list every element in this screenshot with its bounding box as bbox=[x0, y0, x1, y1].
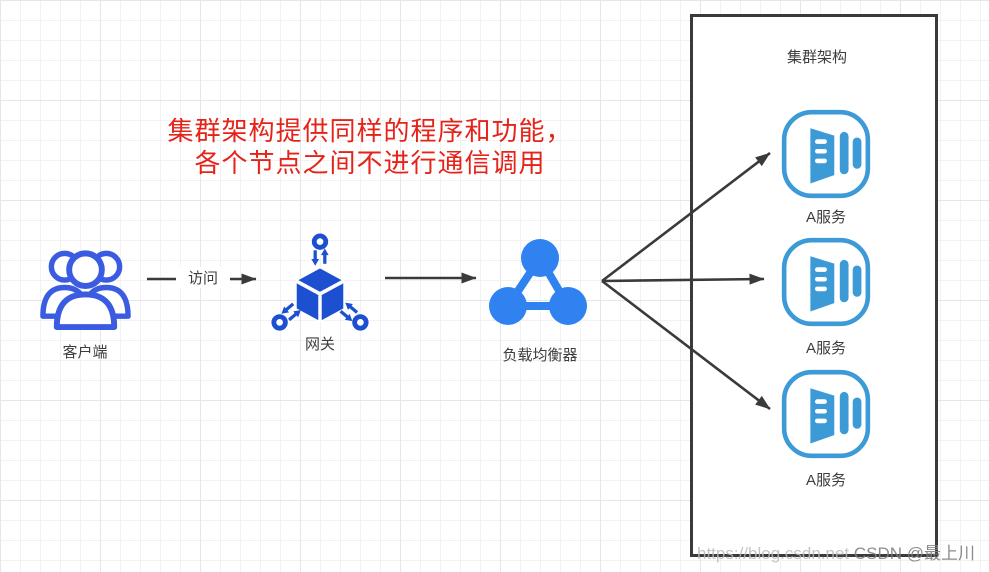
cluster-box: 集群架构 A服务 A服务 bbox=[690, 14, 938, 557]
app-service-icon bbox=[781, 237, 871, 327]
client-label: 客户端 bbox=[62, 344, 108, 361]
service-label-3: A服务 bbox=[805, 472, 846, 489]
app-service-icon bbox=[781, 109, 871, 199]
app-service-icon bbox=[781, 369, 871, 459]
service-label-1: A服务 bbox=[805, 209, 846, 226]
double-arrow-icon bbox=[339, 302, 359, 322]
triangle-nodes-icon bbox=[489, 239, 587, 325]
service-label-2: A服务 bbox=[805, 340, 846, 357]
watermark-url: https://blog.csdn.net bbox=[697, 544, 850, 563]
double-arrow-icon bbox=[281, 302, 301, 322]
cluster-annotation: 集群架构提供同样的程序和功能， 各个节点之间不进行通信调用 bbox=[150, 115, 590, 179]
edge-label-access: 访问 bbox=[176, 267, 230, 288]
load-balancer-label: 负载均衡器 bbox=[502, 347, 578, 364]
watermark-handle: CSDN @最上川 bbox=[853, 544, 976, 563]
gateway-label: 网关 bbox=[304, 336, 335, 353]
watermark: https://blog.csdn.net CSDN @最上川 bbox=[697, 539, 975, 564]
cube-hub-icon bbox=[271, 233, 369, 331]
cluster-annotation-line1: 集群架构提供同样的程序和功能， bbox=[167, 116, 573, 146]
cluster-title: 集群架构 bbox=[786, 49, 847, 66]
people-group-icon bbox=[40, 250, 131, 331]
cluster-annotation-line2: 各个节点之间不进行通信调用 bbox=[194, 148, 546, 178]
double-arrow-icon bbox=[311, 248, 329, 266]
